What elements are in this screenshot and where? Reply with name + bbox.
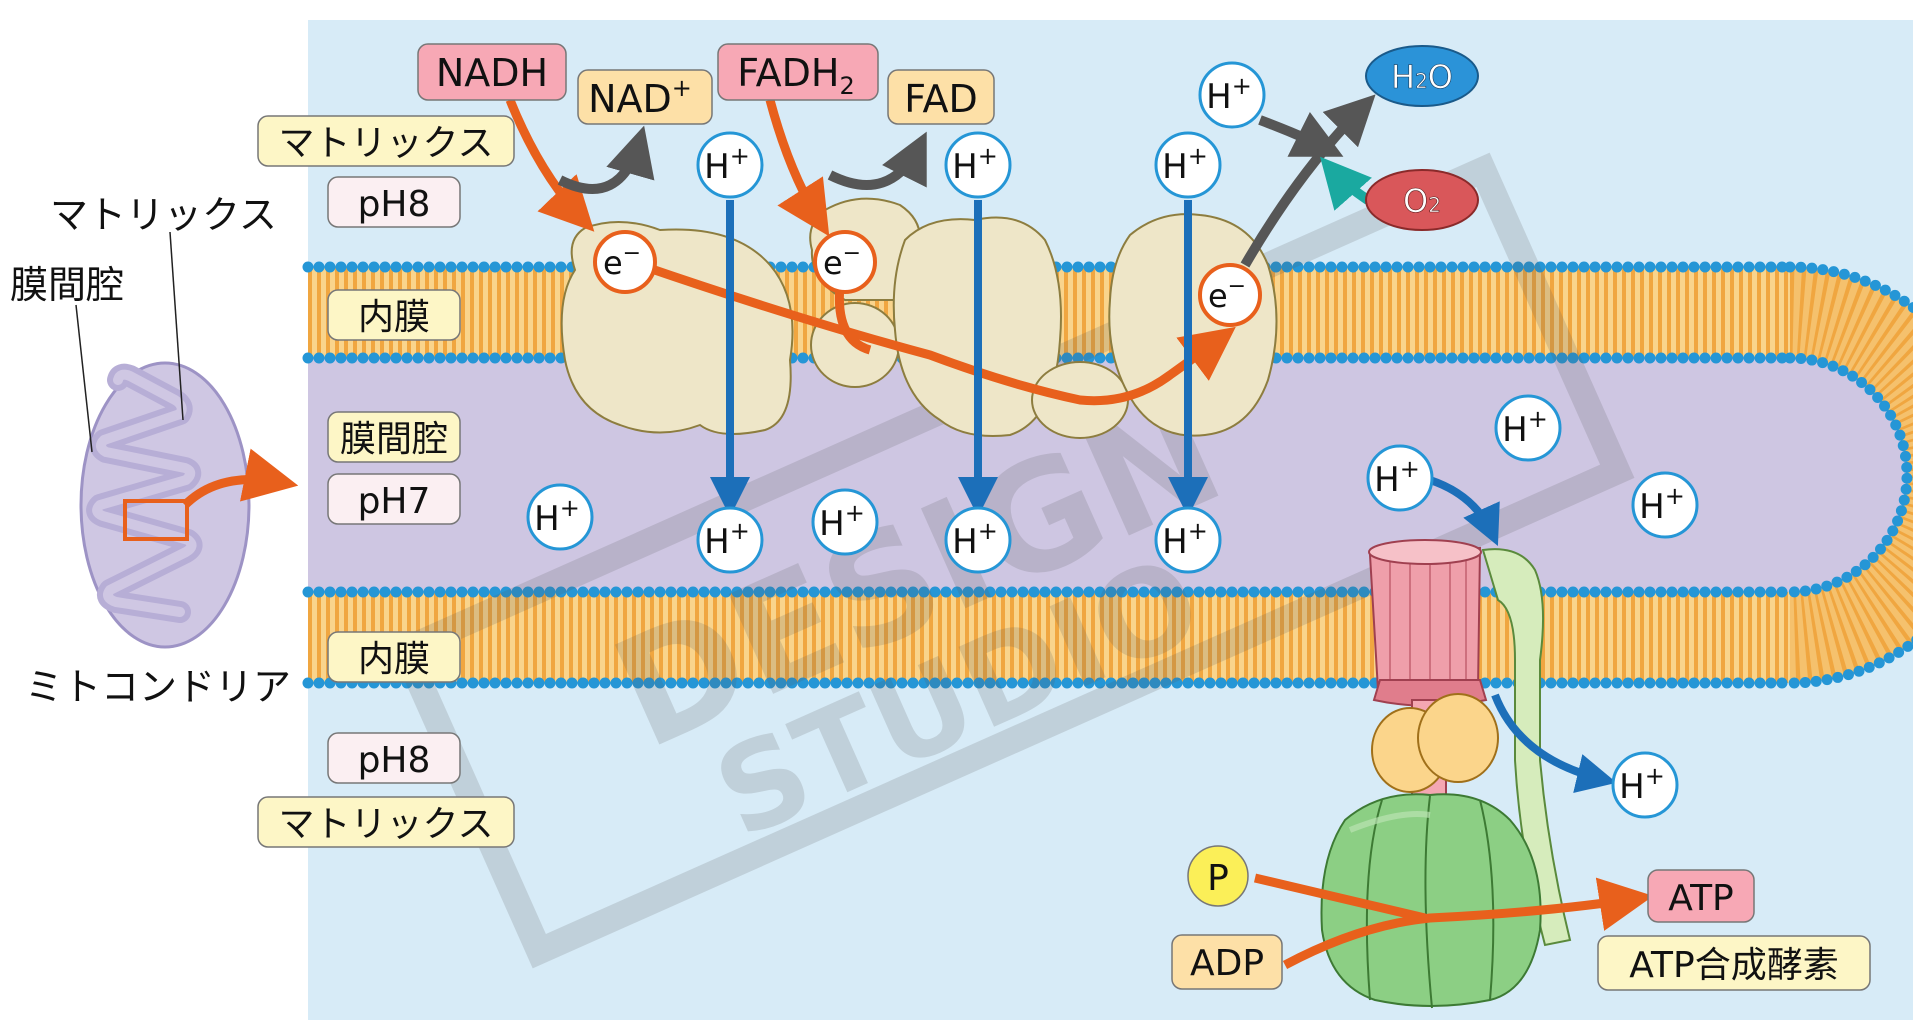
svg-text:マトリックス: マトリックス bbox=[279, 123, 494, 164]
svg-text:H+: H+ bbox=[1374, 455, 1420, 500]
proton-intermembrane-1: H+ bbox=[526, 483, 594, 551]
label-phosphate: P bbox=[1187, 845, 1249, 907]
arrow-adp-to-atp bbox=[1282, 877, 1654, 969]
proton-intermembrane-7: H+ bbox=[1366, 444, 1434, 512]
svg-text:ATP: ATP bbox=[1668, 878, 1734, 919]
proton-arrow-into-synthase bbox=[1428, 476, 1500, 546]
svg-text:pH8: pH8 bbox=[358, 740, 431, 781]
svg-text:H+: H+ bbox=[704, 142, 750, 187]
side-label-ph8-bottom: pH8 bbox=[327, 732, 461, 784]
label-nad-plus: NAD+ bbox=[577, 69, 713, 125]
proton-matrix-out: H+ bbox=[1611, 751, 1679, 819]
proton-matrix-4: H+ bbox=[1198, 61, 1266, 129]
mito-label-intermembrane: 膜間腔 bbox=[10, 263, 124, 307]
proton-intermembrane-4: H+ bbox=[944, 506, 1012, 574]
svg-text:e−: e− bbox=[603, 241, 641, 282]
svg-text:H+: H+ bbox=[534, 494, 580, 539]
electron-3: e− bbox=[1198, 263, 1262, 327]
label-nadh: NADH bbox=[417, 43, 567, 101]
proton-intermembrane-6: H+ bbox=[1494, 394, 1562, 462]
svg-text:H+: H+ bbox=[1502, 405, 1548, 450]
inner-membrane-curve bbox=[1784, 261, 1913, 689]
side-label-inner-membrane-bottom: 内膜 bbox=[327, 631, 461, 683]
svg-text:H+: H+ bbox=[1162, 517, 1208, 562]
electron-2: e− bbox=[813, 230, 877, 294]
svg-text:ADP: ADP bbox=[1190, 943, 1264, 984]
leader-matrix bbox=[169, 231, 184, 421]
proton-intermembrane-3: H+ bbox=[811, 488, 879, 556]
svg-text:H+: H+ bbox=[1619, 762, 1665, 807]
side-label-intermembrane: 膜間腔 bbox=[327, 411, 461, 463]
mitochondria-inset bbox=[75, 231, 299, 649]
proton-matrix-2: H+ bbox=[944, 131, 1012, 199]
arrow-to-fad bbox=[827, 131, 927, 190]
label-atp: ATP bbox=[1647, 869, 1755, 923]
svg-text:H+: H+ bbox=[1639, 482, 1685, 527]
proton-intermembrane-8: H+ bbox=[1631, 471, 1699, 539]
proton-intermembrane-2: H+ bbox=[696, 506, 764, 574]
svg-text:H+: H+ bbox=[819, 499, 865, 544]
arrow-fadh2-to-e bbox=[765, 98, 830, 237]
arrow-h-to-h2o bbox=[1258, 111, 1344, 157]
electron-1: e− bbox=[593, 230, 657, 294]
side-label-ph7: pH7 bbox=[327, 473, 461, 525]
svg-text:内膜: 内膜 bbox=[358, 639, 430, 680]
svg-text:ATP合成酵素: ATP合成酵素 bbox=[1629, 945, 1839, 986]
svg-text:NAD+: NAD+ bbox=[588, 74, 692, 121]
svg-text:膜間腔: 膜間腔 bbox=[340, 419, 448, 460]
mito-label-mitochondria: ミトコンドリア bbox=[25, 665, 291, 709]
svg-text:H+: H+ bbox=[952, 142, 998, 187]
svg-text:P: P bbox=[1207, 858, 1229, 899]
arrow-nadh-to-e bbox=[505, 98, 595, 232]
svg-text:マトリックス: マトリックス bbox=[279, 804, 494, 845]
svg-text:NADH: NADH bbox=[436, 51, 548, 95]
svg-text:H+: H+ bbox=[1206, 72, 1252, 117]
electron-path bbox=[638, 260, 1236, 406]
arrow-e-to-h2o bbox=[1240, 94, 1376, 268]
svg-text:FADH2: FADH2 bbox=[737, 51, 854, 100]
svg-text:e−: e− bbox=[823, 241, 861, 282]
arrow-p-to-atp bbox=[1253, 873, 1427, 923]
arrow-o2 bbox=[1320, 156, 1372, 211]
label-adp: ADP bbox=[1171, 934, 1283, 990]
leader-intermembrane bbox=[75, 304, 93, 453]
side-label-inner-membrane-top: 内膜 bbox=[327, 289, 461, 341]
side-label-matrix-top: マトリックス bbox=[257, 115, 515, 167]
label-fadh2: FADH2 bbox=[717, 43, 879, 101]
proton-arrow-out-synthase bbox=[1491, 693, 1617, 794]
svg-text:内膜: 内膜 bbox=[358, 297, 430, 338]
label-atp-synthase: ATP合成酵素 bbox=[1597, 935, 1871, 991]
arrow-to-nad bbox=[557, 125, 655, 194]
label-h2o: H2O bbox=[1365, 45, 1479, 107]
proton-intermembrane-5: H+ bbox=[1154, 506, 1222, 574]
electron-path-ii bbox=[834, 284, 872, 355]
svg-text:pH7: pH7 bbox=[358, 481, 431, 522]
atp-synthase bbox=[1320, 539, 1572, 1009]
mito-label-matrix: マトリックス bbox=[50, 193, 277, 237]
side-label-matrix-bottom: マトリックス bbox=[257, 796, 515, 848]
zoom-box bbox=[123, 499, 189, 541]
svg-text:e−: e− bbox=[1208, 274, 1246, 315]
svg-text:H2O: H2O bbox=[1391, 58, 1453, 96]
side-label-ph8-top: pH8 bbox=[327, 176, 461, 228]
svg-text:O2: O2 bbox=[1403, 182, 1441, 220]
label-o2: O2 bbox=[1365, 169, 1479, 231]
proton-matrix-1: H+ bbox=[696, 131, 764, 199]
label-fad: FAD bbox=[887, 69, 995, 125]
zoom-arrow bbox=[181, 448, 299, 509]
svg-text:H+: H+ bbox=[704, 517, 750, 562]
proton-matrix-3: H+ bbox=[1154, 131, 1222, 199]
svg-text:pH8: pH8 bbox=[358, 184, 431, 225]
svg-text:FAD: FAD bbox=[904, 77, 978, 121]
svg-text:H+: H+ bbox=[1162, 142, 1208, 187]
svg-text:H+: H+ bbox=[952, 517, 998, 562]
